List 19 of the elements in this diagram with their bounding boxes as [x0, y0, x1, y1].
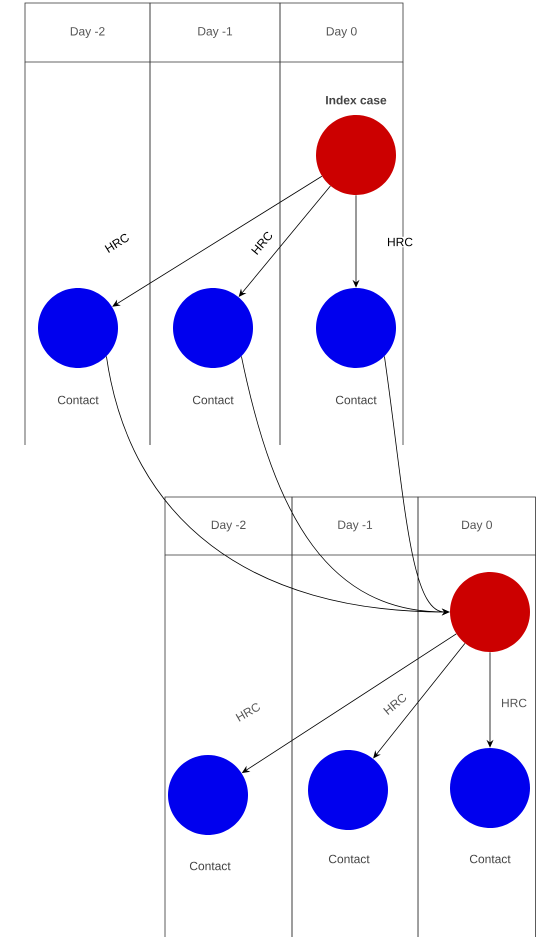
node-label: Contact	[58, 396, 99, 404]
circle-node	[450, 572, 530, 652]
node-label: Contact	[190, 862, 231, 870]
circle-node	[316, 288, 396, 368]
circle-node	[38, 288, 118, 368]
node-label: Contact	[192, 396, 234, 404]
node-label: Index case	[326, 96, 386, 104]
circle-node	[450, 748, 530, 828]
circle-node	[316, 115, 396, 195]
node-label: Contact	[328, 854, 370, 864]
node-label: Contact	[336, 396, 377, 404]
circle-node	[308, 750, 388, 830]
edge-label: HRC	[386, 236, 414, 248]
edge-label: HRC	[102, 231, 132, 255]
node-label: Contact	[470, 854, 511, 864]
circle-node	[168, 755, 248, 835]
circle-node	[173, 288, 253, 368]
edge-label: HRC	[500, 698, 528, 708]
edge-label: HRC	[233, 700, 263, 724]
